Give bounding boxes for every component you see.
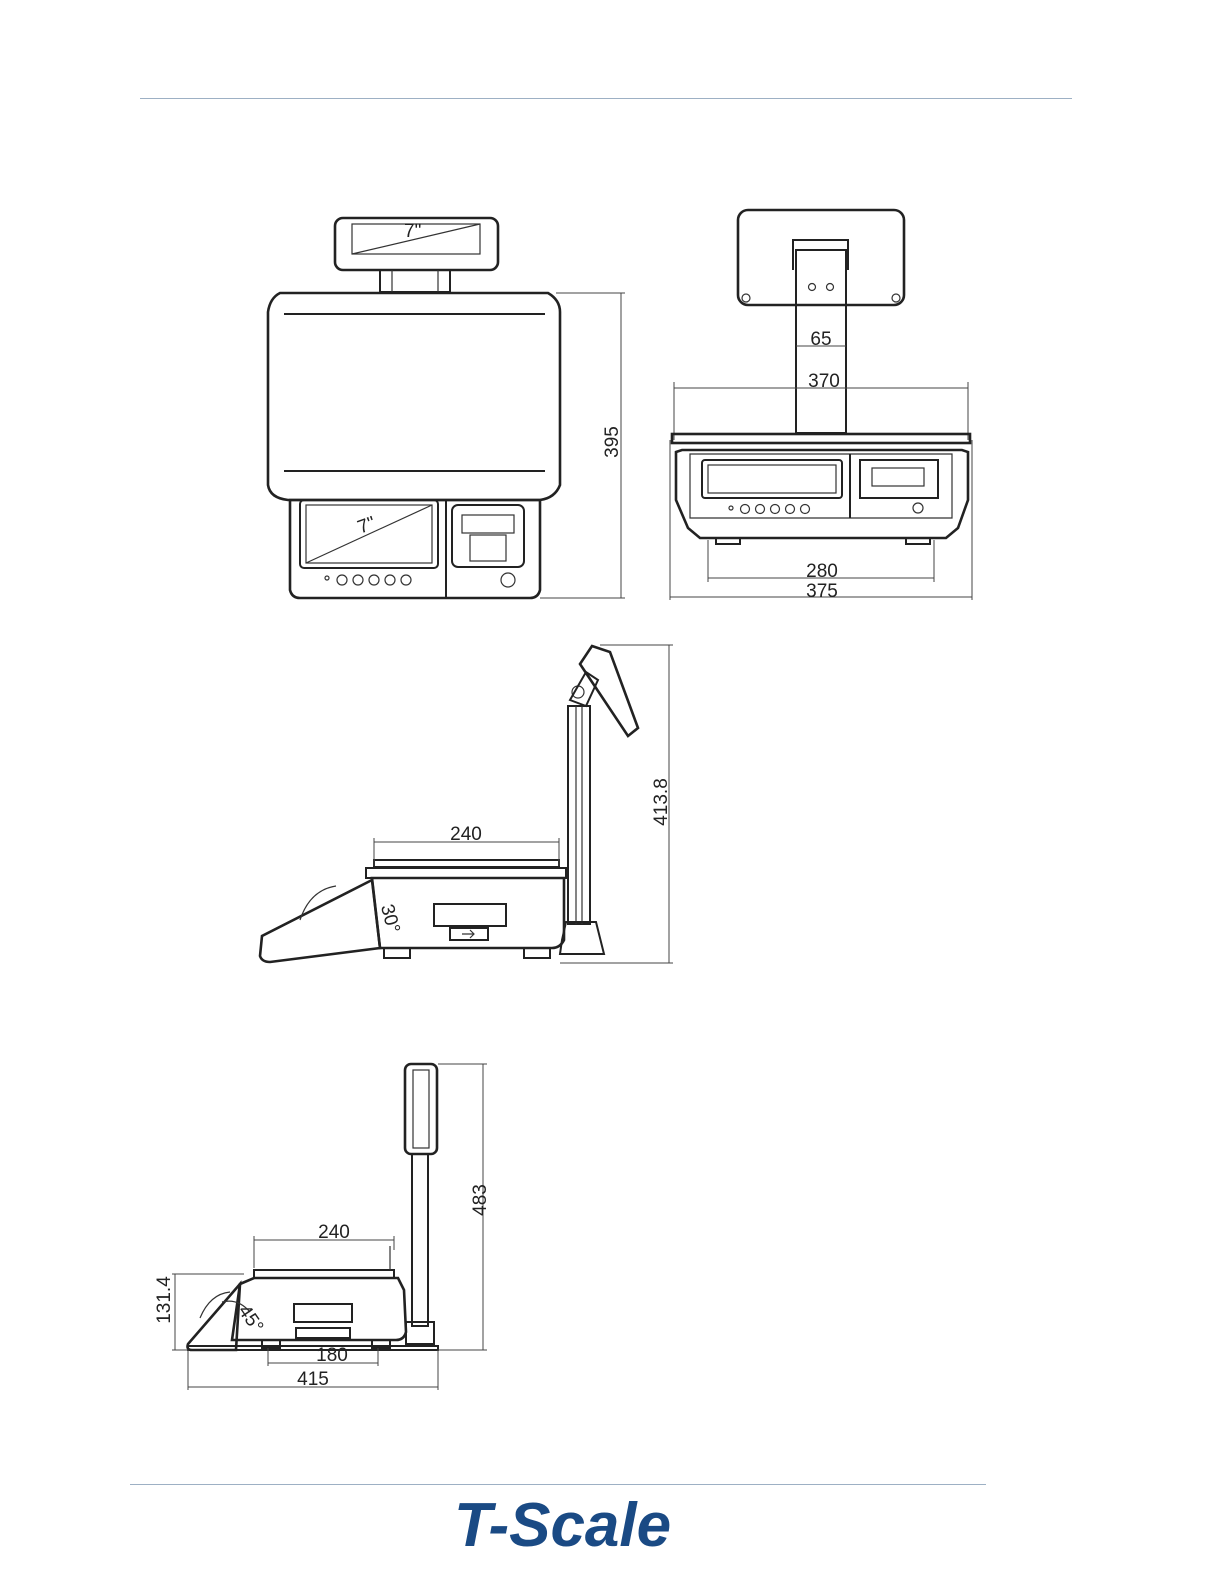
front-platter	[268, 293, 560, 500]
side45-overall-depth-label: 415	[297, 1369, 329, 1390]
rear-display-housing	[738, 210, 904, 305]
rear-lcd	[702, 460, 842, 498]
rear-platter	[672, 434, 970, 443]
side30-body	[372, 878, 564, 948]
pole-width-label: 65	[810, 329, 831, 350]
side30-pole-base	[560, 922, 604, 954]
front-height-label: 395	[602, 426, 623, 458]
top-display-size-label: 7"	[404, 221, 421, 242]
platter-width-label: 370	[808, 371, 840, 392]
side30-angle-label: 30°	[376, 902, 404, 935]
side30-label-window	[434, 904, 506, 926]
side30-height-label: 413.8	[651, 778, 672, 826]
rear-body	[676, 450, 968, 538]
side-view-45: 45° 240 483 131.4 180 415	[154, 1064, 491, 1390]
side45-height-label: 483	[470, 1184, 491, 1216]
side30-display	[580, 646, 638, 736]
overall-width-label: 375	[806, 581, 838, 602]
key-3	[369, 575, 379, 585]
side45-display	[405, 1064, 437, 1154]
key-4	[385, 575, 395, 585]
side45-feet-span-label: 180	[316, 1345, 348, 1366]
pole-bracket	[793, 240, 848, 270]
side30-pole	[568, 706, 590, 924]
side30-platter	[374, 860, 559, 867]
side45-body-height-label: 131.4	[154, 1276, 175, 1324]
side45-label-window	[294, 1304, 352, 1322]
key-2	[353, 575, 363, 585]
side30-depth-label: 240	[450, 824, 482, 845]
front-view: 7" 7" 395	[268, 218, 625, 598]
display-mount	[380, 270, 450, 292]
power-button	[501, 573, 515, 587]
side-view-30: 30° 240 413.8	[260, 645, 673, 963]
side45-depth-label: 240	[318, 1222, 350, 1243]
printer	[452, 505, 524, 567]
rear-view: 65 370 280 375	[670, 210, 972, 602]
operator-screen-size-label: 7"	[355, 513, 378, 539]
side45-pole	[412, 1154, 428, 1326]
t-scale-logo: T-Scale	[454, 1491, 671, 1560]
key-1	[337, 575, 347, 585]
feet-span-label: 280	[806, 561, 838, 582]
key-5	[401, 575, 411, 585]
